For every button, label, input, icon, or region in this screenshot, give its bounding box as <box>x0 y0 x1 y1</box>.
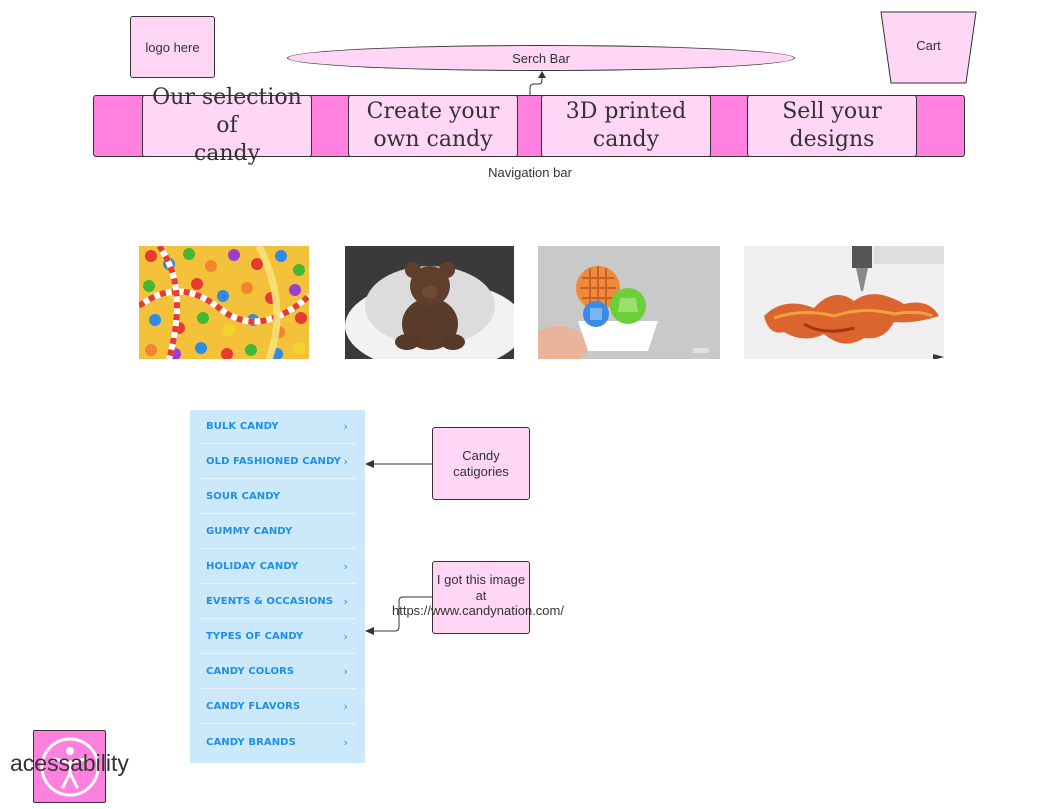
source-url[interactable]: https://www.candynation.com/ <box>392 603 564 618</box>
nav-item-line: candy <box>592 127 660 152</box>
category-item[interactable]: HOLIDAY CANDY › <box>198 550 356 584</box>
cart-shape <box>880 11 977 84</box>
cart-button[interactable]: Cart <box>880 11 977 84</box>
category-label: GUMMY CANDY <box>206 526 293 537</box>
category-label: CANDY BRANDS <box>206 736 296 748</box>
search-bar-label: Serch Bar <box>512 50 570 66</box>
category-item[interactable]: TYPES OF CANDY › <box>198 620 356 654</box>
nav-item-3d-printed[interactable]: 3D printed candy <box>541 95 711 157</box>
category-item[interactable]: SOUR CANDY <box>198 480 356 514</box>
nav-item-line: Create your <box>366 99 500 124</box>
3d-printing-candy-photo <box>744 246 944 359</box>
nav-item-create[interactable]: Create your own candy <box>348 95 518 157</box>
accessibility-label: acessability <box>10 750 129 776</box>
nav-item-sell[interactable]: Sell your designs <box>747 95 917 157</box>
category-item[interactable]: CANDY FLAVORS › <box>198 690 356 724</box>
chevron-right-icon: › <box>343 560 348 573</box>
search-bar[interactable]: Serch Bar <box>287 45 795 71</box>
3d-printed-candy-cupcake-photo <box>538 246 720 359</box>
category-label: SOUR CANDY <box>206 491 281 502</box>
nav-item-line: own candy <box>373 127 493 152</box>
accessibility-button[interactable] <box>33 730 106 803</box>
accessibility-icon <box>40 737 100 797</box>
candy-category-list <box>190 410 365 763</box>
nav-item-line: designs <box>789 127 875 152</box>
image-source-note: I got this image at <box>432 561 530 634</box>
chevron-right-icon: › <box>343 420 348 433</box>
category-label: TYPES OF CANDY <box>206 631 304 642</box>
cart-label: Cart <box>916 37 941 53</box>
nav-item-line: 3D printed <box>565 99 687 124</box>
category-label: BULK CANDY <box>206 421 279 432</box>
category-label: HOLIDAY CANDY <box>206 561 299 572</box>
category-label: OLD FASHIONED CANDY <box>206 456 342 467</box>
chevron-right-icon: › <box>343 700 348 713</box>
assorted-candy-photo <box>139 246 309 359</box>
nav-item-line: Our selection of <box>152 85 302 138</box>
category-label: EVENTS & OCCASIONS <box>206 596 334 607</box>
chevron-right-icon: › <box>343 735 348 749</box>
category-item[interactable]: OLD FASHIONED CANDY › <box>198 445 356 479</box>
category-item[interactable]: CANDY COLORS › <box>198 655 356 689</box>
chocolate-bear-photo <box>345 246 514 359</box>
category-label: CANDY FLAVORS <box>206 701 301 712</box>
candy-categories-note: Candy catigories <box>432 427 530 500</box>
category-item[interactable]: BULK CANDY › <box>198 410 356 444</box>
chevron-right-icon: › <box>343 595 348 608</box>
chevron-right-icon: › <box>343 665 348 678</box>
nav-item-selection[interactable]: Our selection of candy <box>142 85 312 166</box>
note-text: Candy catigories <box>453 447 509 479</box>
chevron-right-icon: › <box>343 630 348 643</box>
logo-placeholder[interactable]: logo here <box>130 16 215 78</box>
nav-item-line: Sell your <box>782 99 882 124</box>
nav-item-line: candy <box>193 141 261 166</box>
navigation-bar-caption: Navigation bar <box>488 165 572 180</box>
category-item[interactable]: GUMMY CANDY <box>198 515 356 549</box>
chevron-right-icon: › <box>343 455 348 468</box>
category-item[interactable]: CANDY BRANDS › <box>198 725 356 759</box>
category-label: CANDY COLORS <box>206 666 295 677</box>
note-text: I got this image at <box>436 572 526 603</box>
category-item[interactable]: EVENTS & OCCASIONS › <box>198 585 356 619</box>
logo-label: logo here <box>145 39 200 55</box>
